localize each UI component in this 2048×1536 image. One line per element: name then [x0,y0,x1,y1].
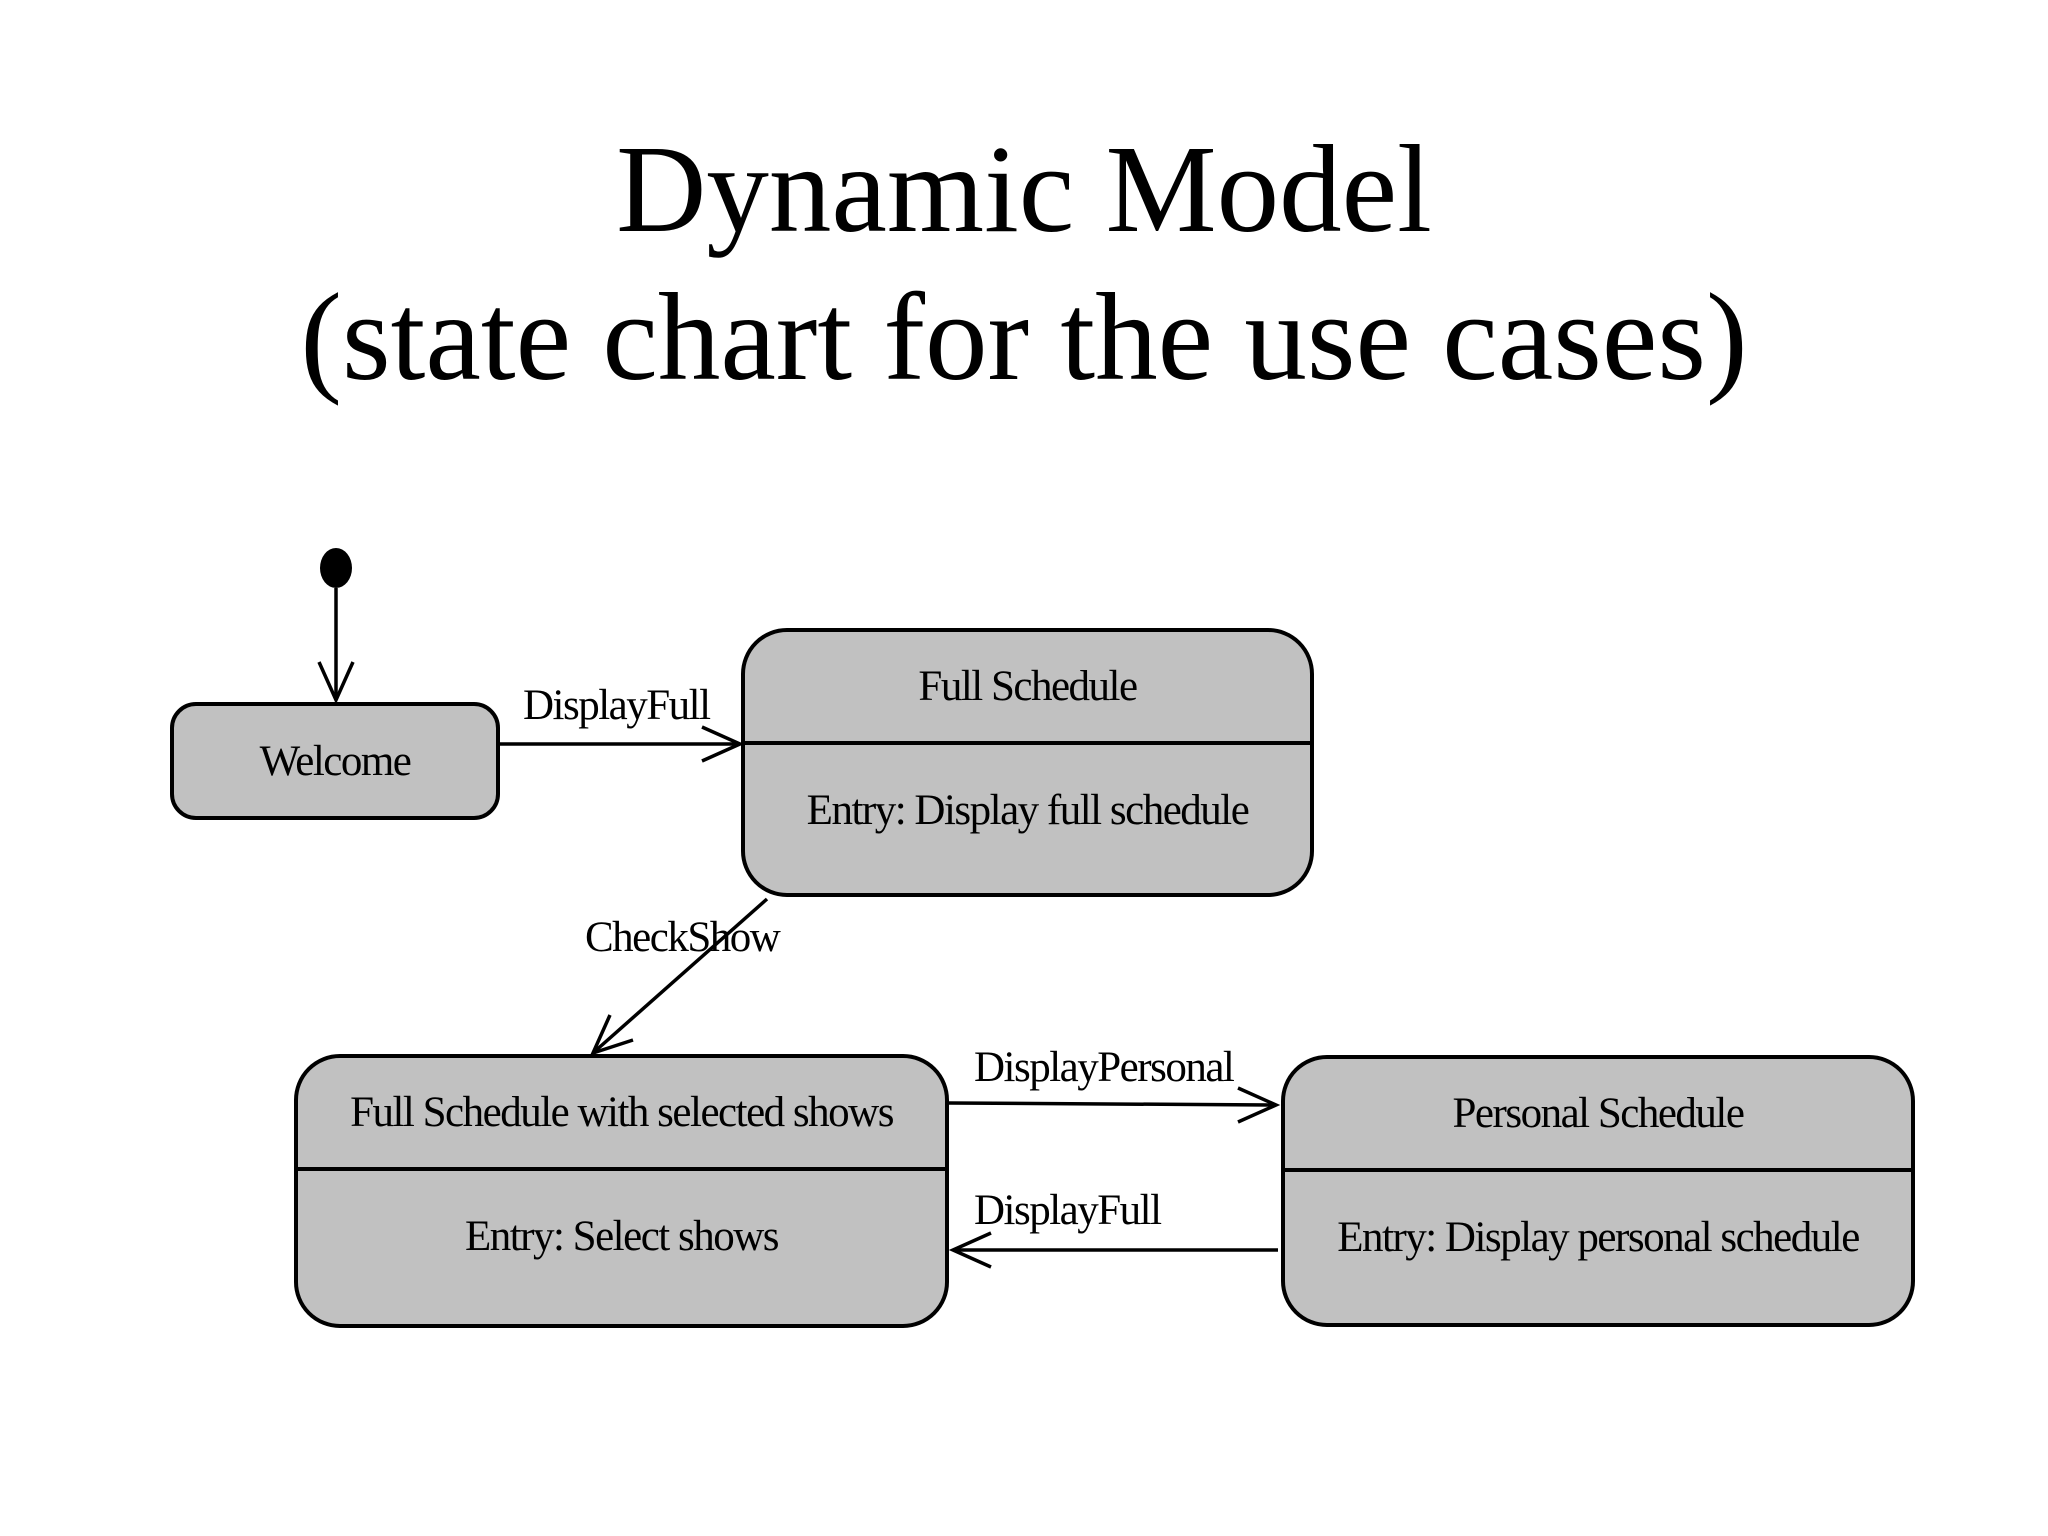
slide-title-line1: Dynamic Model [616,121,1432,259]
transition-arrow-check-show [589,897,769,1056]
transition-arrow-display-full-1 [500,725,745,763]
transition-label-check-show: CheckShow [585,914,781,961]
state-full-schedule-entry-action: Entry: Display full schedule [806,787,1250,834]
transition-arrow-initial-to-welcome [317,588,355,705]
state-welcome: Welcome [170,702,500,820]
state-welcome-title: Welcome [259,737,412,785]
state-full-schedule-with-selected-shows-entry-action: Entry: Select shows [464,1213,780,1260]
transition-arrow-display-personal [948,1086,1281,1124]
slide-title-line2: (state chart for the use cases) [300,269,1748,407]
initial-state-dot [320,548,352,588]
state-full-schedule-with-selected-shows-title: Full Schedule with selected shows [298,1058,945,1171]
transition-arrow-display-full-2 [948,1231,1278,1269]
state-personal-schedule: Personal Schedule Entry: Display persona… [1281,1055,1915,1327]
state-personal-schedule-title: Personal Schedule [1285,1059,1911,1172]
state-full-schedule-with-selected-shows: Full Schedule with selected shows Entry:… [294,1054,949,1328]
state-full-schedule-title: Full Schedule [745,632,1310,745]
state-full-schedule: Full Schedule Entry: Display full schedu… [741,628,1314,897]
state-personal-schedule-entry-action: Entry: Display personal schedule [1337,1214,1860,1261]
transition-label-display-personal: DisplayPersonal [974,1044,1235,1091]
transition-label-display-full-1: DisplayFull [523,682,711,729]
transition-label-display-full-2: DisplayFull [974,1187,1162,1234]
slide-title: Dynamic Model(state chart for the use ca… [0,116,2048,412]
